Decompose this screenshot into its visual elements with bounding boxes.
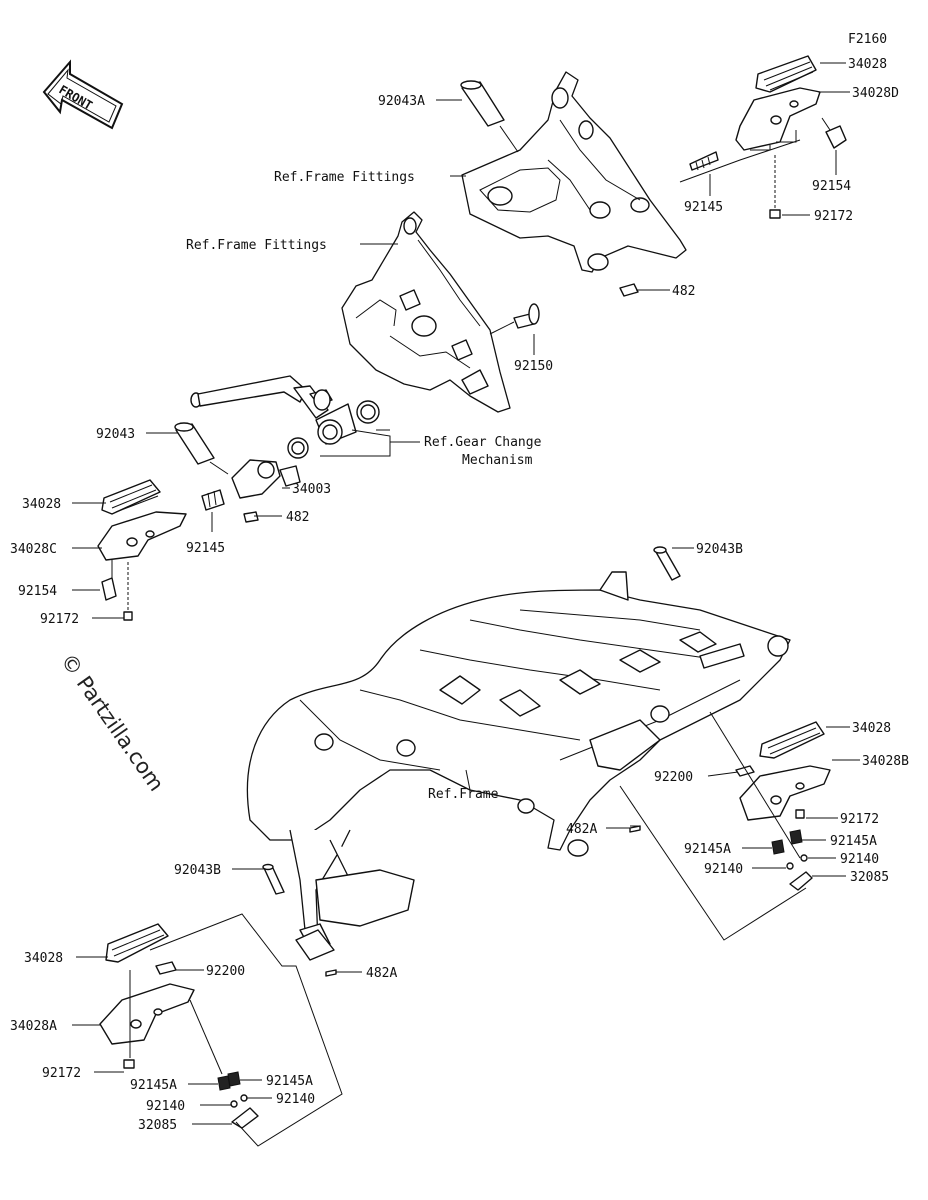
label-482A-a: 482A [566, 822, 597, 837]
pin-92043 [174, 422, 229, 475]
label-34003: 34003 [292, 482, 331, 497]
bolt-92150 [489, 303, 540, 335]
label-92200-b: 92200 [206, 964, 245, 979]
right-frame-fitting [461, 71, 687, 273]
label-482-b: 482 [286, 510, 309, 525]
label-92172-b: 92172 [40, 612, 79, 627]
label-92145A-c: 92145A [130, 1078, 177, 1093]
pin-92043A [460, 80, 519, 153]
label-92140-a: 92140 [840, 852, 879, 867]
label-34028-a: 34028 [848, 57, 887, 72]
main-frame [246, 571, 791, 857]
shift-lever [190, 375, 357, 445]
spring-92145-upper [689, 151, 719, 171]
frame-down-tubes [289, 829, 415, 953]
label-92145-b: 92145 [186, 541, 225, 556]
pin-92043B-upper [653, 546, 681, 581]
label-92140-d: 92140 [276, 1092, 315, 1107]
diagram-code: F2160 [848, 32, 887, 47]
label-34028-b: 34028 [22, 497, 61, 512]
label-92154-b: 92154 [18, 584, 57, 599]
label-92172-c: 92172 [840, 812, 879, 827]
spring-92145-left [201, 489, 225, 511]
label-34028-c: 34028 [852, 721, 891, 736]
clip-482-left [243, 511, 259, 523]
footpeg-lower-left [99, 913, 343, 1147]
arm-34003 [231, 459, 301, 499]
label-482-a: 482 [672, 284, 695, 299]
footpeg-lower-right [619, 711, 831, 941]
label-482A-b: 482A [366, 966, 397, 981]
label-92145A-b: 92145A [684, 842, 731, 857]
footpeg-upper-right [735, 55, 847, 219]
label-34028A: 34028A [10, 1019, 57, 1034]
label-92200-a: 92200 [654, 770, 693, 785]
label-ref-frame-fittings-2: Ref.Frame Fittings [186, 238, 327, 253]
label-92043A: 92043A [378, 94, 425, 109]
left-frame-fitting [341, 211, 511, 413]
label-92043B-b: 92043B [174, 863, 221, 878]
label-92140-b: 92140 [704, 862, 743, 877]
label-32085-a: 32085 [850, 870, 889, 885]
label-92145A-d: 92145A [266, 1074, 313, 1089]
label-mechanism: Mechanism [462, 453, 533, 468]
pin-92043B-lower [262, 863, 285, 895]
label-34028D: 34028D [852, 86, 899, 101]
label-34028-d: 34028 [24, 951, 63, 966]
label-92043: 92043 [96, 427, 135, 442]
pin-482A-left [325, 969, 337, 977]
label-92172-a: 92172 [814, 209, 853, 224]
label-92140-c: 92140 [146, 1099, 185, 1114]
label-92172-d: 92172 [42, 1066, 81, 1081]
clip-482-upper [619, 283, 639, 297]
pin-482A-right [629, 825, 641, 833]
label-92043B-a: 92043B [696, 542, 743, 557]
label-92145A-a: 92145A [830, 834, 877, 849]
label-34028B: 34028B [862, 754, 909, 769]
footpeg-upper-left [97, 479, 187, 621]
label-34028C: 34028C [10, 542, 57, 557]
part-labels: 34028 34028D 92043A Ref.Frame Fittings 9… [10, 57, 909, 1133]
label-ref-gear-change: Ref.Gear Change [424, 435, 542, 450]
label-92154-a: 92154 [812, 179, 851, 194]
watermark: © Partzilla.com [56, 649, 169, 796]
label-ref-frame-fittings-1: Ref.Frame Fittings [274, 170, 415, 185]
leader-lines [72, 62, 860, 1125]
label-92145-a: 92145 [684, 200, 723, 215]
label-32085-b: 32085 [138, 1118, 177, 1133]
label-92150: 92150 [514, 359, 553, 374]
label-ref-frame: Ref.Frame [428, 787, 499, 802]
front-arrow-icon: FRONT [42, 59, 124, 130]
